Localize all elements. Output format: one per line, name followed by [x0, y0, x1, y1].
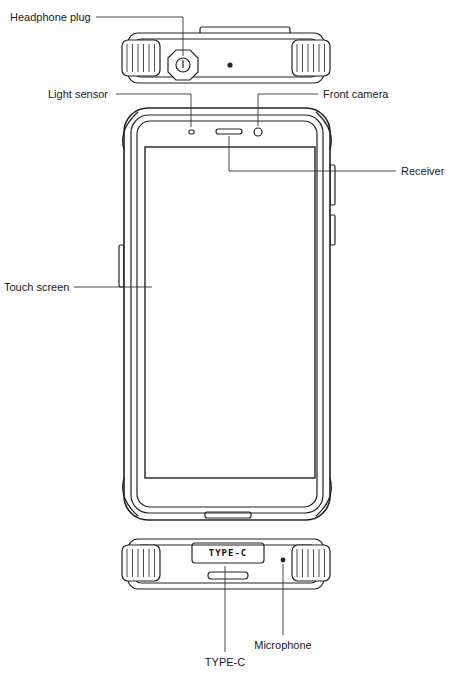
part-label: Touch screen — [4, 280, 69, 294]
part-label: Receiver — [401, 164, 444, 178]
bottom-view — [122, 539, 330, 589]
top-view — [122, 27, 330, 83]
part-label: Front camera — [323, 87, 388, 101]
part-label: Headphone plug — [10, 10, 91, 24]
engraved-text: TYPE-C — [208, 548, 249, 559]
part-label: Light sensor — [48, 87, 108, 101]
part-label: TYPE-C — [205, 655, 245, 669]
leader-lines — [74, 17, 396, 652]
front-view — [119, 108, 335, 520]
part-label: Microphone — [254, 638, 311, 652]
